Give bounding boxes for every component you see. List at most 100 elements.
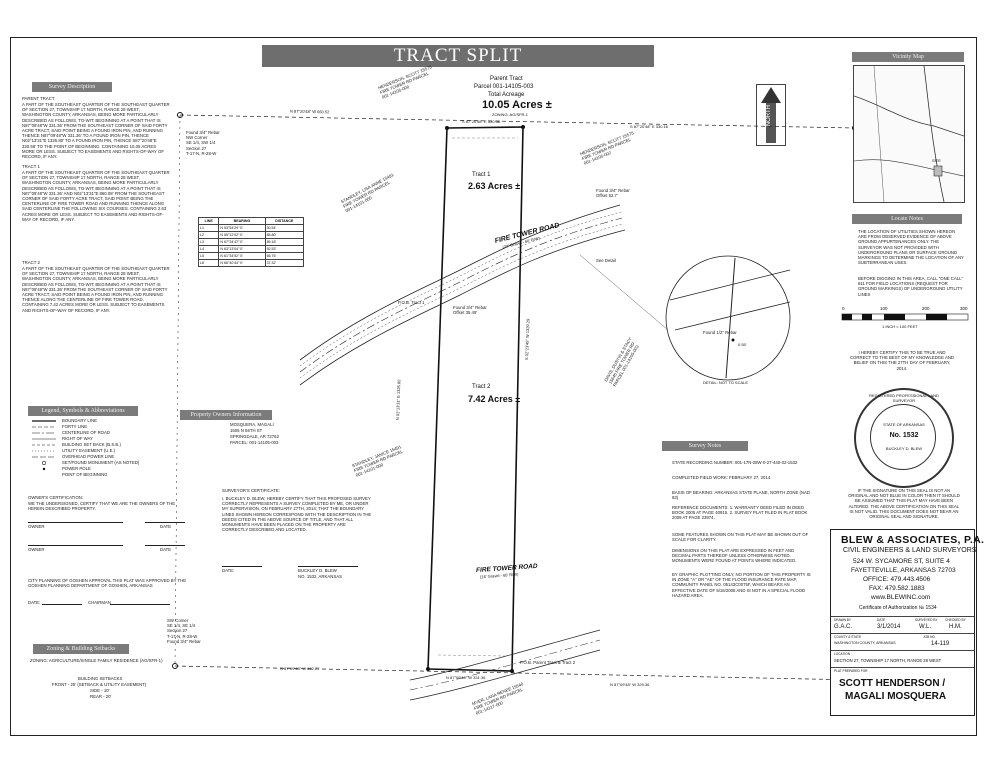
bearing-bottom-left: N 87°09'48" W 662.77	[280, 666, 320, 671]
title-block-divider	[831, 650, 974, 651]
locate-notes-text-2: BEFORE DIGGING IN THIS AREA, CALL "ONE C…	[858, 276, 964, 297]
survey-notes-heading: Survey Notes	[662, 441, 748, 451]
legend-item: RIGHT OF WAY	[62, 436, 93, 441]
seal-name: BUCKLEY D. BLEW	[885, 446, 923, 451]
zoning-heading: Zoning & Building Setbacks	[33, 644, 129, 654]
title-block-divider	[831, 633, 974, 634]
title-block: BLEW & ASSOCIATES, P.A. CIVIL ENGINEERS …	[830, 529, 984, 716]
planning-chairman-label: CHAIRMAN	[88, 600, 111, 605]
found-rebar-detail: Found 1/2" Rebar	[703, 330, 737, 335]
location: SECTION 27, TOWNSHIP 17 NORTH, RANGE 28 …	[834, 658, 942, 663]
tract2-acres: 7.42 Acres ±	[468, 394, 521, 404]
planning-chairman-line	[110, 604, 170, 605]
company-office: OFFICE: 479.443.4506	[863, 576, 931, 583]
sheet-border	[10, 37, 977, 736]
tract1-acres: 2.63 Acres ±	[468, 181, 521, 191]
prepared-for-label: PLAT PREPARED FOR	[834, 669, 868, 673]
owner-name: MOSQUERA, MAGALI	[230, 422, 274, 427]
detail-distance: 0.55'	[738, 342, 747, 347]
owners-cert-title: OWNER'S CERTIFICATION:	[28, 495, 84, 500]
planning-date-label: DATE:	[28, 600, 41, 605]
owners-cert-text: WE THE UNDERSIGNED, CERTIFY THAT WE ARE …	[28, 501, 176, 512]
job-number: 14-119	[931, 641, 950, 647]
seal-number: No. 1532	[889, 432, 919, 439]
survey-note: BASIS OF BEARING: ARKANSAS STATE PLANE, …	[672, 490, 811, 501]
owners-info-heading: Property Owners Information	[180, 410, 272, 420]
owner-parcel: PARCEL: 001-14105-003	[230, 440, 279, 445]
monument-nw: Found 3/4" Rebar NW Corner SE 1/4, SW 1/…	[186, 130, 220, 156]
seal-inner-ring	[870, 404, 936, 470]
owner-signature-line-2	[28, 545, 123, 546]
company-web: www.BLEWINC.com	[871, 594, 931, 601]
owner-address: 1505 N 56TH ST	[230, 428, 263, 433]
county: WASHINGTON COUNTY, ARKANSAS	[834, 641, 896, 645]
surveyed-by: W.L.	[919, 624, 932, 630]
county-label: COUNTY & STATE	[834, 635, 862, 639]
survey-note: BY GRAPHIC PLOTTING ONLY, NO PORTION OF …	[672, 572, 811, 598]
owner-date-line	[145, 522, 185, 523]
detail-label: DETAIL: NOT TO SCALE	[703, 380, 749, 385]
survey-description-heading: Survey Description	[32, 82, 112, 92]
setback-rear: REAR - 20'	[90, 694, 112, 699]
title-block-divider	[831, 667, 974, 668]
bearing-bottom-inner: N 87°09'48" W 331.36	[446, 675, 486, 680]
title-block-divider	[831, 616, 974, 617]
tract1-title: TRACT 1	[22, 164, 40, 169]
scale-tick: 100	[880, 306, 888, 311]
survey-note: REFERENCE DOCUMENTS: 1. WARRANTY DEED FI…	[672, 505, 808, 521]
setback-front: FRONT - 25' (SETBACK & UTILITY EASEMENT)	[52, 682, 147, 687]
tract1-description: A PART OF THE SOUTHEAST QUARTER OF THE S…	[22, 170, 170, 222]
owner-city: SPRINGDALE, AR 72762	[230, 434, 279, 439]
pob-parent: P.O.B. Parent Tract & Tract 2	[520, 660, 576, 665]
found-rebar-offset-1: Found 3/4" Rebar Offset 52.7'	[596, 188, 630, 199]
setbacks-title: BUILDING SETBACKS	[78, 676, 123, 681]
owner-label: OWNER	[28, 524, 45, 529]
checked-by: H.M.	[949, 624, 962, 630]
company-fax: FAX: 479.582.1883	[869, 585, 925, 592]
legend-item: POINT OF BEGINNING	[62, 472, 108, 477]
surveyor-name: BUCKLEY D. BLEW	[298, 568, 337, 573]
planning-approval-text: CITY PLANNING OF GOSHEN APPROVAL THIS PL…	[28, 578, 187, 589]
found-rebar-offset-2: Found 3/4" Rebar Offset 35.49'	[453, 305, 487, 316]
setback-side: SIDE - 10'	[90, 688, 110, 693]
parent-tract-acreage-label: Total Acreage	[488, 92, 525, 98]
tract2-title: TRACT 2	[22, 260, 40, 265]
plat-date: 3/1/2014	[877, 624, 901, 630]
bearing-top-right: S 87°20'48" E 330.16	[630, 124, 669, 129]
pob-tract1: P.O.B. Tract 1	[398, 300, 425, 305]
survey-note: SOME FEATURES SHOWN ON THIS PLAT MAY BE …	[672, 532, 809, 543]
company-sub: CIVIL ENGINEERS & LAND SURVEYORS	[843, 547, 977, 554]
surveyor-date-line	[222, 566, 262, 567]
surveyor-seal: REGISTERED PROFESSIONAL LAND SURVEYOR ST…	[854, 388, 954, 488]
seal-cert-text: I HEREBY CERTIFY THIS TO BE TRUE AND COR…	[849, 350, 955, 371]
seal-state: STATE OF ARKANSAS	[883, 422, 925, 427]
page-title: TRACT SPLIT	[262, 45, 654, 67]
seal-outer-text: REGISTERED PROFESSIONAL LAND SURVEYOR	[869, 393, 939, 403]
north-arrow-icon	[761, 87, 781, 143]
see-detail-note: See Detail	[596, 258, 616, 263]
scale-tick: 0	[842, 306, 845, 311]
parent-tract-title: PARENT TRACT	[22, 96, 55, 101]
vicinity-map-heading: Vicinity Map	[852, 52, 964, 62]
legend-heading: Legend, Symbols & Abbreviations	[28, 406, 138, 416]
surveyed-by-label: SURVEYED BY	[915, 618, 938, 622]
drawn-by: G.A.C.	[834, 624, 853, 630]
scale-tick: 300	[960, 306, 968, 311]
surveyor-cert-text: I, BUCKLEY D. BLEW, HEREBY CERTIFY THAT …	[222, 496, 372, 533]
legend-item: CENTERLINE OF ROAD	[62, 430, 110, 435]
legend-item: OVERHEAD POWER LINE	[62, 454, 115, 459]
legend-item: FORTY LINE	[62, 424, 88, 429]
legend-item: BOUNDARY LINE	[62, 418, 97, 423]
seal-notice: IF THE SIGNATURE ON THIS SEAL IS NOT AN …	[848, 488, 960, 520]
parent-tract-acreage: 10.05 Acres ±	[482, 99, 552, 111]
tract2-description: A PART OF THE SOUTHEAST QUARTER OF THE S…	[22, 266, 170, 313]
bearing-top-inner: S 87°20'48" E 330.58	[462, 119, 501, 124]
company-address-2: FAYETTEVILLE, ARKANSAS 72703	[851, 567, 956, 574]
planning-date-line	[42, 604, 82, 605]
legend-item: BUILDING SET BACK (B.S.B.)	[62, 442, 121, 447]
legend-item: UTILITY EASEMENT (U.E.)	[62, 448, 116, 453]
